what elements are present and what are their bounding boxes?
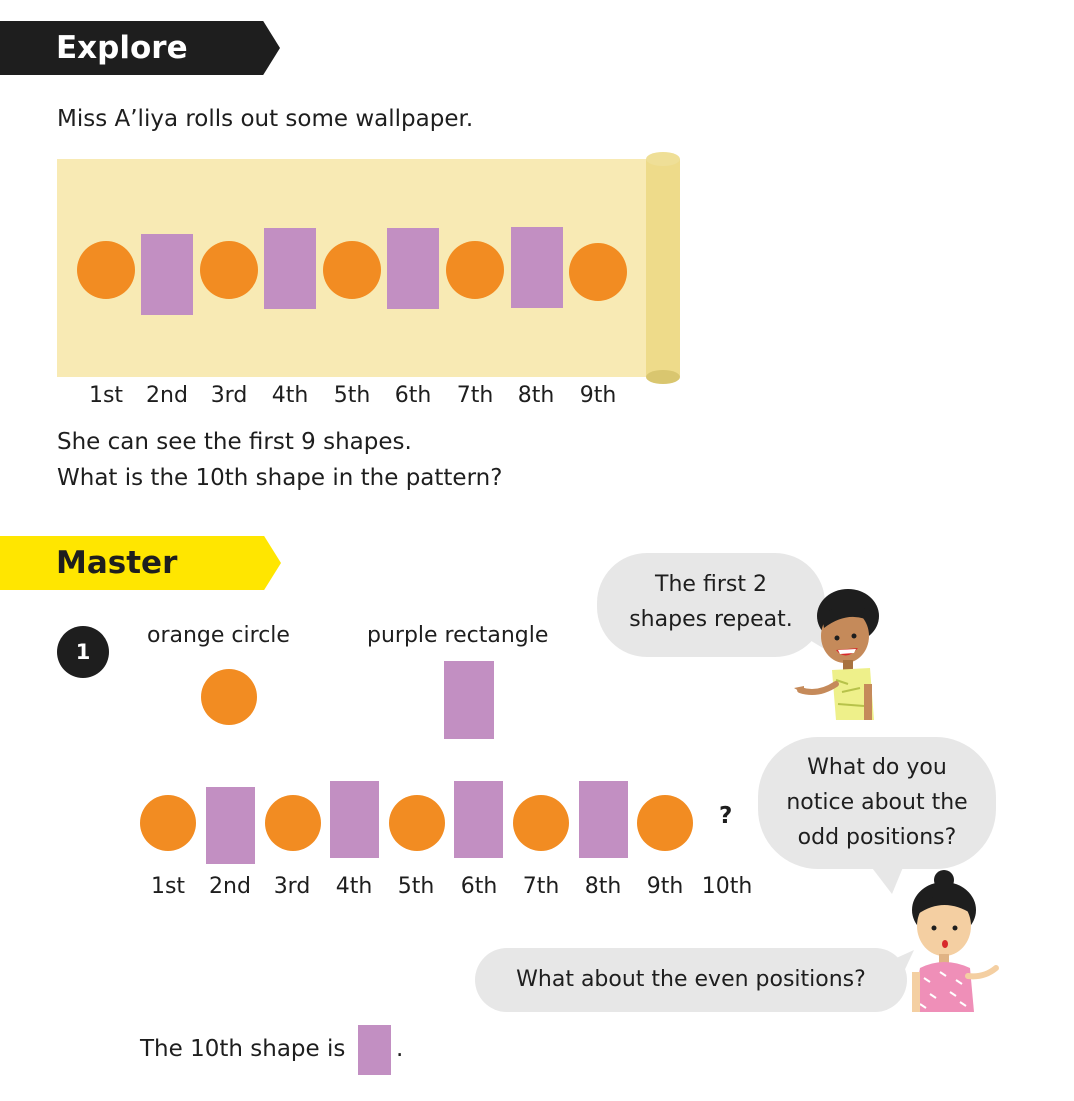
explore-shape-9-circle <box>569 243 627 301</box>
wallpaper-roll-bottom <box>646 370 680 384</box>
explore-ordinal-1: 1st <box>88 383 124 408</box>
master-shape-3-circle <box>265 795 321 851</box>
odd-bubble-line-1: What do you <box>807 755 947 780</box>
master-shape-9-circle <box>637 795 693 851</box>
wallpaper-roll-top <box>646 152 680 166</box>
master-ordinal-3: 3rd <box>273 874 311 899</box>
question-number-badge: 1 <box>57 626 109 678</box>
key-purple-rectangle <box>444 661 494 739</box>
explore-shape-2-rectangle <box>141 234 193 315</box>
master-shape-1-circle <box>140 795 196 851</box>
master-ordinal-2: 2nd <box>209 874 251 899</box>
odd-bubble-line-2: notice about the <box>786 790 968 815</box>
master-ordinal-9: 9th <box>646 874 684 899</box>
odd-bubble-tail <box>866 860 906 894</box>
explore-line-2: What is the 10th shape in the pattern? <box>57 465 503 491</box>
master-shape-2-rectangle <box>206 787 255 864</box>
master-ordinal-4: 4th <box>335 874 373 899</box>
master-ordinal-5: 5th <box>397 874 435 899</box>
explore-intro: Miss A’liya rolls out some wallpaper. <box>57 106 474 132</box>
explore-ordinal-4: 4th <box>271 383 309 408</box>
explore-ordinal-8: 8th <box>517 383 555 408</box>
explore-ordinal-5: 5th <box>333 383 371 408</box>
answer-suffix: . <box>396 1036 404 1062</box>
odd-positions-speech-bubble: What do you notice about the odd positio… <box>758 737 996 869</box>
explore-line-1: She can see the first 9 shapes. <box>57 429 412 455</box>
answer-purple-rectangle <box>358 1025 391 1075</box>
master-ordinal-8: 8th <box>584 874 622 899</box>
explore-ordinal-6: 6th <box>394 383 432 408</box>
master-shape-8-rectangle <box>579 781 628 858</box>
master-shape-5-circle <box>389 795 445 851</box>
explore-ordinal-9: 9th <box>579 383 617 408</box>
explore-heading: Explore <box>56 30 188 66</box>
explore-shape-5-circle <box>323 241 381 299</box>
even-positions-speech-bubble: What about the even positions? <box>475 948 907 1012</box>
master-ordinal-7: 7th <box>522 874 560 899</box>
explore-banner: Explore <box>0 21 280 75</box>
odd-bubble-line-3: odd positions? <box>797 825 957 850</box>
explore-shape-7-circle <box>446 241 504 299</box>
master-shape-4-rectangle <box>330 781 379 858</box>
master-ordinal-1: 1st <box>150 874 186 899</box>
explore-shape-6-rectangle <box>387 228 439 309</box>
explore-ordinal-2: 2nd <box>146 383 188 408</box>
key-orange-circle <box>201 669 257 725</box>
unknown-shape-mark: ? <box>719 803 733 829</box>
master-heading: Master <box>56 545 178 581</box>
explore-ordinal-3: 3rd <box>210 383 248 408</box>
even-bubble-text: What about the even positions? <box>516 967 866 992</box>
master-shape-7-circle <box>513 795 569 851</box>
explore-shape-4-rectangle <box>264 228 316 309</box>
wallpaper-roll <box>646 159 680 377</box>
even-bubble-tail <box>892 950 914 980</box>
boy-bubble-line-1: The first 2 <box>655 572 767 597</box>
master-shape-6-rectangle <box>454 781 503 858</box>
boy-character-illustration <box>794 589 879 720</box>
answer-prefix: The 10th shape is <box>140 1036 346 1062</box>
master-ordinal-6: 6th <box>460 874 498 899</box>
explore-shape-8-rectangle <box>511 227 563 308</box>
purple-rectangle-label: purple rectangle <box>367 623 549 648</box>
boy-bubble-line-2: shapes repeat. <box>629 607 793 632</box>
orange-circle-label: orange circle <box>147 623 290 648</box>
explore-shape-3-circle <box>200 241 258 299</box>
explore-ordinal-7: 7th <box>456 383 494 408</box>
boy-speech-bubble: The first 2 shapes repeat. <box>597 553 825 657</box>
girl-character-illustration <box>912 870 999 1012</box>
master-ordinal-10: 10th <box>701 874 753 899</box>
master-banner: Master <box>0 536 281 590</box>
explore-shape-1-circle <box>77 241 135 299</box>
